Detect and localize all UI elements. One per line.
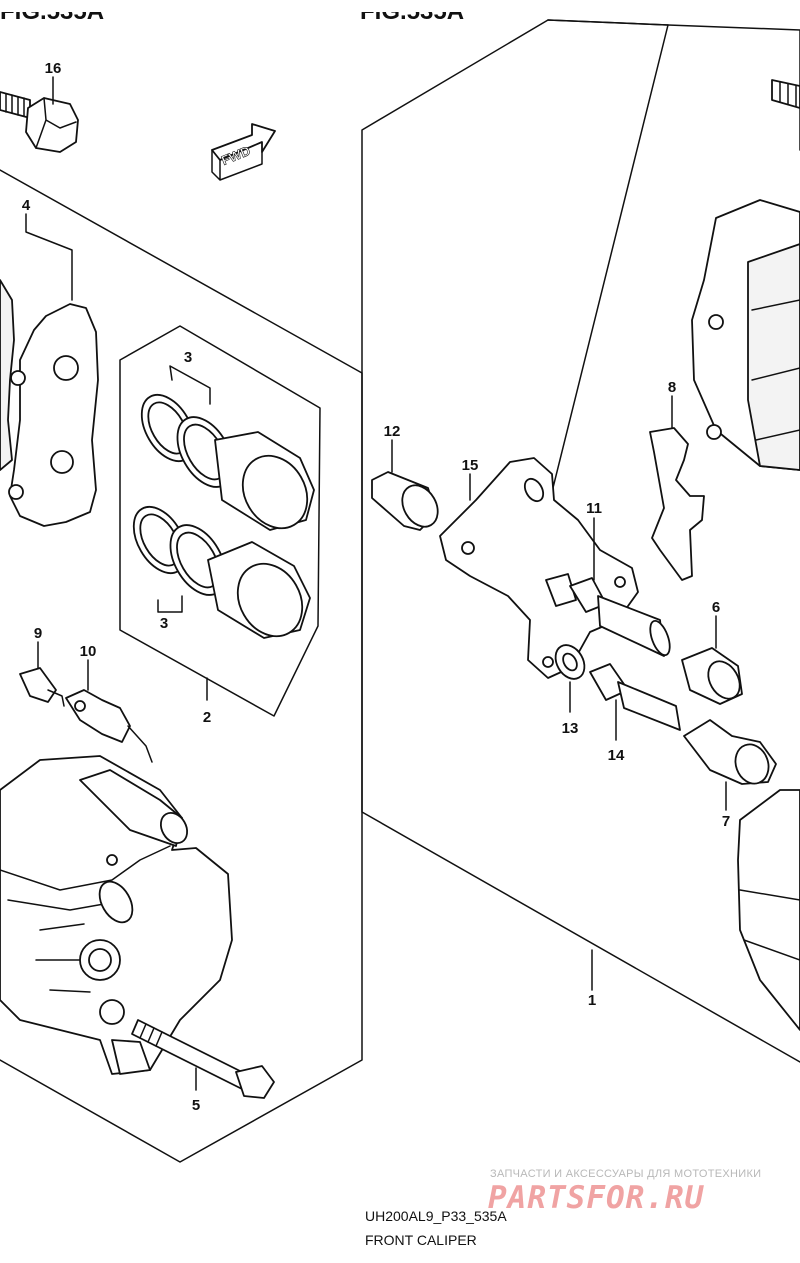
callout-10: 10 <box>80 643 97 660</box>
figure-title-center: FIG.535A <box>360 0 465 25</box>
callout-4: 4 <box>22 197 31 214</box>
part-15-caliper-bracket <box>439 457 639 679</box>
part-8-pad-spring <box>649 395 705 581</box>
callout-14: 14 <box>608 747 625 764</box>
part-12-sleeve <box>371 439 439 531</box>
callout-13: 13 <box>562 720 579 737</box>
diagram-title: FRONT CALIPER <box>365 1232 477 1248</box>
callout-16: 16 <box>45 60 62 77</box>
forward-arrow-icon: FWD <box>211 123 276 181</box>
callout-8: 8 <box>668 379 676 396</box>
left-frame-outline <box>0 169 363 1163</box>
part-9-bleeder-screw <box>19 641 65 707</box>
caliper-body-right <box>737 789 800 1031</box>
callout-2: 2 <box>203 709 211 726</box>
part-6-boot <box>681 615 743 705</box>
frame-edge <box>547 19 669 26</box>
callout-3-lower: 3 <box>160 615 168 632</box>
brake-pad-right <box>691 199 800 471</box>
part-10-bleeder-cap <box>65 659 153 763</box>
callout-15: 15 <box>462 457 479 474</box>
part-4-brake-pad-left <box>0 213 99 527</box>
figure-title-left: FIG.535A <box>0 0 105 25</box>
watermark-tagline: ЗАПЧАСТИ И АКСЕССУАРЫ ДЛЯ МОТОТЕХНИКИ <box>490 1168 762 1180</box>
callout-9: 9 <box>34 625 42 642</box>
callout-3-upper: 3 <box>184 349 192 366</box>
watermark-brand: PARTSFOR.RU <box>488 1180 705 1216</box>
callout-6: 6 <box>712 599 720 616</box>
caliper-body <box>0 755 233 1075</box>
upper-right-bolt <box>771 79 800 109</box>
part-7-boot <box>683 719 777 811</box>
callout-12: 12 <box>384 423 401 440</box>
part-2-piston-kit <box>119 325 321 717</box>
right-frame-divider <box>544 24 669 521</box>
part-13-washer <box>554 644 586 713</box>
part-5-pin-bolt <box>131 1019 275 1099</box>
callout-11: 11 <box>586 500 602 517</box>
part-11-slide-pin <box>545 517 671 657</box>
callout-1: 1 <box>588 992 596 1009</box>
part-16-bolt <box>0 76 79 153</box>
part-14-slide-pin <box>589 663 681 741</box>
callout-7: 7 <box>722 813 730 830</box>
diagram-code: UH200AL9_P33_535A <box>365 1208 507 1224</box>
callout-5: 5 <box>192 1097 200 1114</box>
